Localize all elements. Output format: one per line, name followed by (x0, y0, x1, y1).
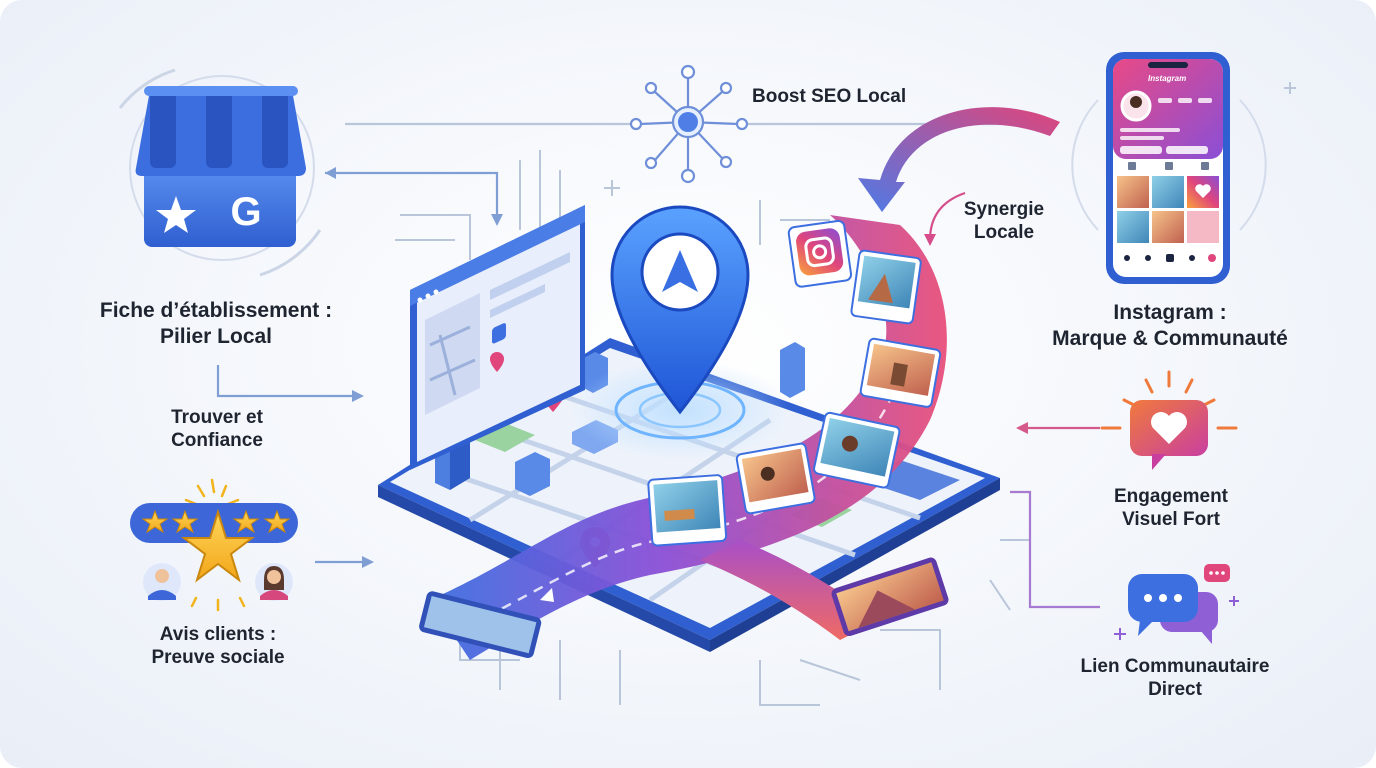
photo-cards (419, 219, 949, 659)
browser-window (410, 205, 585, 470)
connector-arrows (216, 122, 1100, 609)
label-trouver: Trouver et Confiance (142, 406, 292, 452)
label-fiche-line1: Fiche d’établissement : (99, 299, 333, 322)
label-instagram-line2: Marque & Communauté (1052, 326, 1288, 350)
central-location-pin (570, 205, 790, 460)
label-instagram-line1: Instagram : (1113, 301, 1227, 324)
user-avatar-icon (143, 563, 293, 601)
label-avis: Avis clients : Preuve sociale (118, 623, 318, 669)
label-trouver-line1: Trouver et (171, 407, 263, 428)
curved-arrow (858, 107, 1060, 212)
label-lien-line1: Lien Communautaire (1080, 656, 1270, 677)
label-fiche-line2: Pilier Local (159, 324, 273, 348)
sparkle-decor (604, 82, 1296, 196)
label-avis-line1: Avis clients : (159, 624, 277, 645)
chat-bubbles-icon (1114, 564, 1239, 644)
label-synergie: Synergie Locale (946, 198, 1062, 244)
rating-stars-icon (130, 478, 298, 612)
label-avis-line2: Preuve sociale (151, 647, 285, 669)
label-lien: Lien Communautaire Direct (1050, 655, 1300, 701)
phone-app-name: Instagram (1148, 74, 1187, 83)
label-fiche: Fiche d’établissement : Pilier Local (66, 298, 366, 349)
heart-icon (1100, 370, 1238, 470)
network-node-icon (629, 64, 749, 184)
label-synergie-line1: Synergie (963, 199, 1045, 220)
label-instagram: Instagram : Marque & Communauté (1020, 300, 1320, 351)
svg-text:G: G (230, 190, 261, 234)
label-lien-line2: Direct (1148, 679, 1202, 701)
google-store-icon: G (118, 68, 322, 277)
circuit-lines (395, 150, 1030, 706)
label-engagement-line1: Engagement (1113, 486, 1229, 507)
phone-mockup (1071, 52, 1267, 284)
label-synergie-line2: Locale (973, 222, 1035, 244)
label-engagement-line2: Visuel Fort (1122, 509, 1220, 531)
label-trouver-line2: Confiance (171, 430, 263, 452)
label-boost: Boost SEO Local (752, 86, 907, 107)
label-engagement: Engagement Visuel Fort (1086, 485, 1256, 531)
